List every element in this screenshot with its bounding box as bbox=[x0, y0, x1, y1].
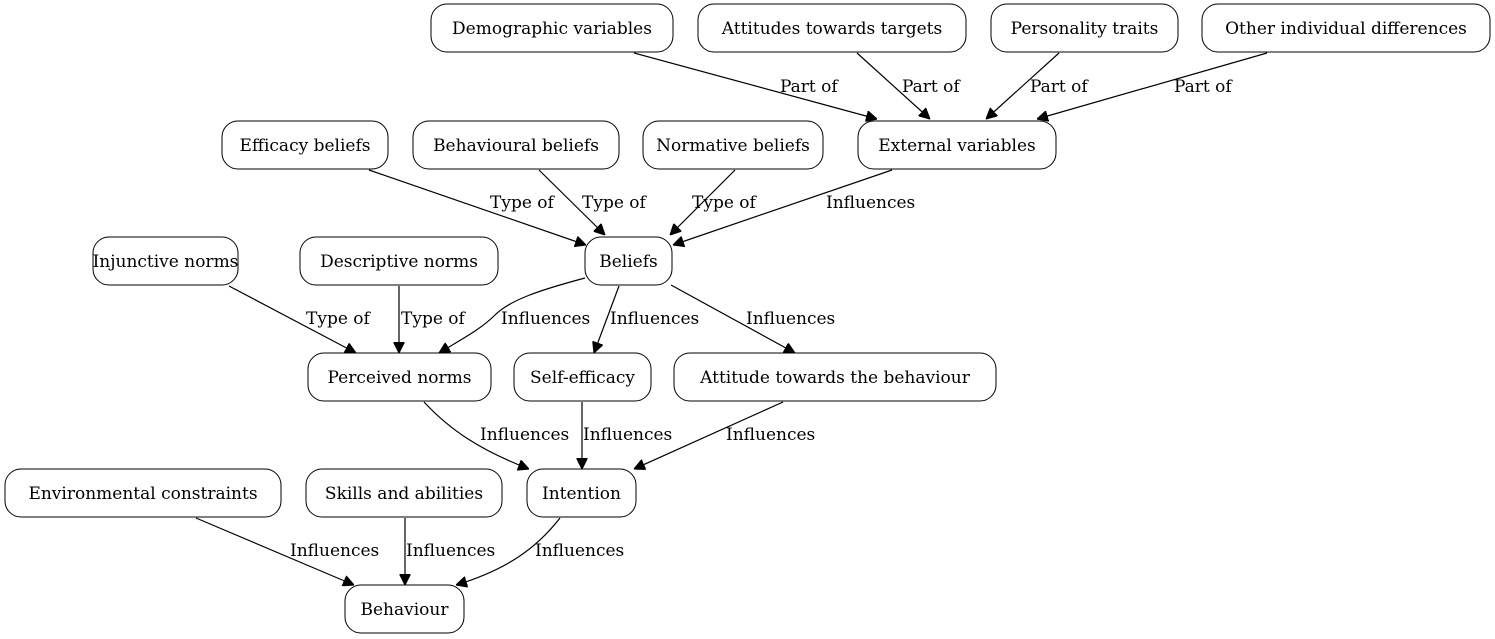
edge-attitude-behaviour-to-intention bbox=[634, 401, 784, 469]
edge-demographic-to-external bbox=[633, 52, 877, 119]
edge-label: Influences bbox=[406, 541, 495, 561]
edge-label: Influences bbox=[826, 193, 915, 213]
edge-label: Influences bbox=[535, 541, 624, 561]
node-box bbox=[412, 120, 620, 170]
node-label: Intention bbox=[542, 484, 621, 504]
node-box bbox=[990, 3, 1179, 53]
node-label: Normative beliefs bbox=[656, 136, 810, 156]
node-label: Injunctive norms bbox=[93, 252, 239, 272]
edge-label: Influences bbox=[583, 425, 672, 445]
node-demographic: Demographic variables bbox=[430, 3, 674, 53]
edge-intention-to-behaviour bbox=[456, 517, 561, 585]
node-self-efficacy: Self-efficacy bbox=[513, 352, 652, 402]
edge-personality-to-external bbox=[986, 52, 1060, 119]
edge-label: Influences bbox=[480, 425, 569, 445]
edge-label: Influences bbox=[726, 425, 815, 445]
node-attitude-behaviour: Attitude towards the behaviour bbox=[673, 352, 997, 402]
edge-beliefs-to-perceived-norms bbox=[439, 277, 586, 353]
node-personality: Personality traits bbox=[990, 3, 1179, 53]
node-external: External variables bbox=[857, 120, 1057, 170]
edge-beliefs-to-attitude-behaviour bbox=[670, 284, 795, 353]
node-box bbox=[305, 468, 503, 518]
node-box bbox=[307, 352, 492, 402]
node-box bbox=[299, 236, 499, 286]
nodes-layer: Demographic variables Attitudes towards t… bbox=[4, 3, 1491, 634]
node-label: Environmental constraints bbox=[28, 484, 257, 504]
edge-normative-beliefs-to-beliefs bbox=[670, 169, 736, 235]
edge-labels-layer: Part of Part of Part of Part of Type of Type … bbox=[290, 77, 1233, 561]
edge-behavioural-beliefs-to-beliefs bbox=[538, 169, 605, 235]
edge-label: Type of bbox=[306, 309, 372, 329]
node-label: Personality traits bbox=[1011, 19, 1159, 39]
node-box bbox=[344, 584, 465, 634]
edges-layer bbox=[195, 52, 1268, 585]
edge-env-constraints-to-behaviour bbox=[195, 517, 354, 585]
node-normative-beliefs: Normative beliefs bbox=[642, 120, 824, 170]
node-attitudes-targets: Attitudes towards targets bbox=[697, 3, 967, 53]
node-label: Self-efficacy bbox=[530, 368, 635, 388]
edge-efficacy-beliefs-to-beliefs bbox=[368, 169, 586, 245]
node-box bbox=[92, 236, 239, 286]
node-box bbox=[513, 352, 652, 402]
edge-external-to-beliefs bbox=[673, 169, 893, 245]
node-box bbox=[430, 3, 674, 53]
node-box bbox=[642, 120, 824, 170]
edge-other-diff-to-external bbox=[1037, 52, 1268, 119]
node-box bbox=[584, 236, 673, 286]
node-box bbox=[526, 468, 637, 518]
node-label: Efficacy beliefs bbox=[239, 136, 370, 156]
node-box bbox=[673, 352, 997, 402]
node-label: Attitudes towards targets bbox=[721, 19, 942, 39]
node-label: Attitude towards the behaviour bbox=[699, 368, 971, 388]
edge-label: Influences bbox=[746, 309, 835, 329]
edge-perceived-norms-to-intention bbox=[423, 401, 529, 469]
node-descriptive: Descriptive norms bbox=[299, 236, 499, 286]
node-env-constraints: Environmental constraints bbox=[4, 468, 282, 518]
node-injunctive: Injunctive norms bbox=[92, 236, 239, 286]
node-label: Skills and abilities bbox=[325, 484, 483, 504]
node-label: Perceived norms bbox=[328, 368, 472, 388]
node-box bbox=[221, 120, 389, 170]
node-efficacy-beliefs: Efficacy beliefs bbox=[221, 120, 389, 170]
node-box bbox=[1201, 3, 1491, 53]
edge-beliefs-to-self-efficacy bbox=[594, 285, 620, 353]
node-label: Demographic variables bbox=[452, 19, 652, 39]
edge-label: Part of bbox=[1174, 77, 1233, 97]
node-label: Other individual differences bbox=[1225, 19, 1467, 39]
edge-label: Type of bbox=[401, 309, 467, 329]
edge-label: Part of bbox=[902, 77, 961, 97]
node-label: Beliefs bbox=[599, 252, 658, 272]
node-box bbox=[697, 3, 967, 53]
node-beliefs: Beliefs bbox=[584, 236, 673, 286]
edge-label: Influences bbox=[501, 309, 590, 329]
node-skills: Skills and abilities bbox=[305, 468, 503, 518]
node-box bbox=[857, 120, 1057, 170]
node-label: External variables bbox=[878, 136, 1035, 156]
node-behaviour: Behaviour bbox=[344, 584, 465, 634]
node-behavioural-beliefs: Behavioural beliefs bbox=[412, 120, 620, 170]
edge-label: Type of bbox=[490, 193, 556, 213]
node-box bbox=[4, 468, 282, 518]
edge-injunctive-to-perceived-norms bbox=[228, 285, 356, 353]
edge-label: Influences bbox=[290, 541, 379, 561]
edge-label: Part of bbox=[780, 77, 839, 97]
edge-label: Part of bbox=[1030, 77, 1089, 97]
edge-label: Type of bbox=[582, 193, 648, 213]
node-perceived-norms: Perceived norms bbox=[307, 352, 492, 402]
node-label: Descriptive norms bbox=[320, 252, 478, 272]
edge-label: Influences bbox=[610, 309, 699, 329]
node-other-diff: Other individual differences bbox=[1201, 3, 1491, 53]
node-intention: Intention bbox=[526, 468, 637, 518]
edge-attitudes-targets-to-external bbox=[856, 52, 930, 119]
node-label: Behaviour bbox=[361, 600, 450, 620]
node-label: Behavioural beliefs bbox=[433, 136, 599, 156]
edge-label: Type of bbox=[692, 193, 758, 213]
